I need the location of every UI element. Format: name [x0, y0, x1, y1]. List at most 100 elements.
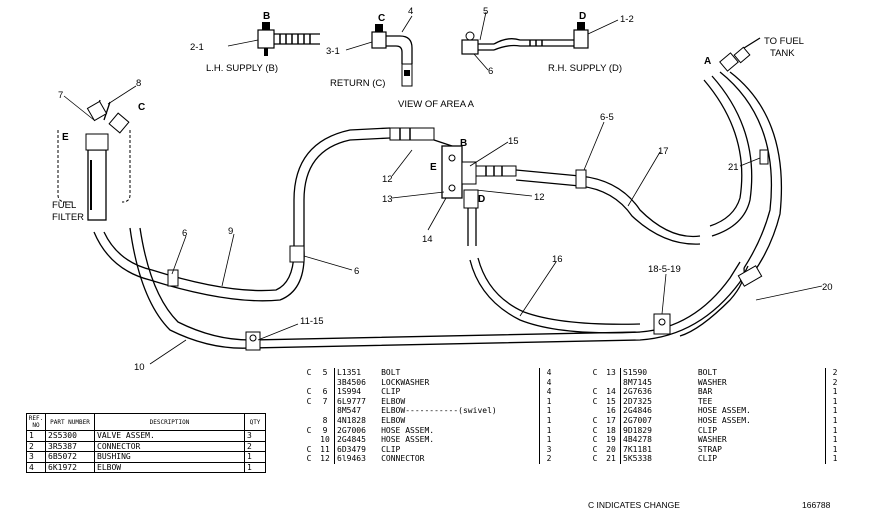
- cell-ref: [316, 377, 335, 388]
- cell-qty: 1: [825, 425, 844, 436]
- callout-10: 10: [134, 362, 145, 373]
- fuel-label: FUEL: [52, 200, 76, 211]
- tee-bar-assembly: [389, 127, 517, 209]
- cell-ref: 13: [602, 368, 621, 378]
- cell-part: L1351: [337, 368, 362, 377]
- tank-label: TANK: [770, 48, 795, 59]
- figure-number: 166788: [802, 500, 831, 510]
- cell-ref: 3: [26, 451, 46, 463]
- cell-change: C: [592, 435, 598, 445]
- cell-qty: 2: [539, 454, 558, 464]
- cell-qty: 1: [244, 451, 266, 463]
- cell-qty: 4: [539, 377, 558, 388]
- cell-change: C: [592, 444, 598, 454]
- callout-9: 9: [228, 226, 233, 237]
- cell-qty: 1: [539, 435, 558, 445]
- cell-change: C: [592, 415, 598, 425]
- callout-c-main: C: [138, 102, 145, 113]
- cell-ref: 1: [26, 430, 46, 442]
- cell-desc: HOSE ASSEM.: [381, 425, 435, 435]
- header-description: DESCRIPTION: [94, 413, 245, 431]
- callout-12-right: 12: [534, 192, 545, 203]
- cell-ref: 18: [602, 425, 621, 436]
- cell-qty: 1: [825, 415, 844, 426]
- cell-ref: 19: [602, 435, 621, 445]
- cell-desc: ELBOW-----------(swivel): [381, 406, 497, 416]
- cell-part: 3R5387: [45, 440, 95, 453]
- cell-part: 8M7145: [623, 377, 652, 387]
- cell-qty: 1: [539, 406, 558, 416]
- cell-part: 2G4845: [337, 435, 366, 445]
- callout-14: 14: [422, 234, 433, 245]
- cell-change: C: [306, 444, 312, 454]
- cell-part: 4B4278: [623, 435, 652, 445]
- cell-change: [588, 378, 602, 388]
- header-part: PART NUMBER: [45, 413, 95, 431]
- cell-ref: 2: [26, 440, 46, 453]
- cell-desc: ELBOW: [94, 461, 245, 474]
- cell-desc: WASHER: [697, 435, 727, 445]
- cell-part: 2G7636: [623, 387, 652, 397]
- callout-11-15: 11-15: [300, 316, 324, 327]
- cell-qty: 3: [244, 430, 266, 442]
- cell-qty: 2: [825, 368, 844, 378]
- view-area-a-detail: [227, 11, 619, 87]
- cell-part: 6l9463: [337, 454, 366, 464]
- cell-ref: 8: [316, 415, 335, 426]
- cell-ref: 21: [602, 454, 621, 464]
- callout-15: 15: [508, 136, 519, 147]
- cell-desc: STRAP: [697, 444, 722, 454]
- cell-ref: [602, 377, 621, 388]
- cell-desc: BAR: [697, 387, 713, 397]
- clips: [167, 149, 769, 351]
- cell-part: 5K5338: [623, 454, 652, 464]
- cell-desc: BOLT: [697, 368, 718, 377]
- fuel-filter: [57, 99, 131, 221]
- tank-fittings: [719, 37, 761, 72]
- cell-ref: 5: [316, 368, 335, 378]
- cell-part: 2G7006: [337, 425, 366, 435]
- cell-desc: ELBOW: [381, 396, 406, 406]
- cell-qty: 1: [825, 454, 844, 464]
- cell-qty: 1: [539, 415, 558, 426]
- cell-desc: CONNECTOR: [381, 454, 425, 464]
- filter-label: FILTER: [52, 212, 84, 223]
- cell-qty: 1: [825, 444, 844, 455]
- cell-ref: 20: [602, 444, 621, 455]
- cell-desc: HOSE ASSEM.: [381, 435, 435, 445]
- callout-6-mid: 6: [354, 266, 359, 277]
- cell-desc: HOSE ASSEM.: [697, 415, 751, 425]
- callout-13: 13: [382, 194, 393, 205]
- cell-qty: 1: [825, 387, 844, 397]
- cell-qty: 1: [825, 396, 844, 407]
- callout-6-left: 6: [182, 228, 187, 239]
- callout-6-5: 6-5: [600, 112, 614, 123]
- cell-part: 1S994: [337, 387, 362, 397]
- callout-e-main: E: [62, 132, 69, 143]
- callout-b-detail: B: [263, 11, 270, 22]
- cell-desc: CLIP: [381, 444, 401, 454]
- cell-change: [302, 416, 316, 426]
- callout-1-2: 1-2: [620, 14, 634, 25]
- cell-ref: 12: [316, 454, 335, 464]
- cell-desc: TEE: [697, 396, 713, 406]
- cell-change: [588, 406, 602, 416]
- cell-change: C: [592, 425, 598, 435]
- cell-change: C: [306, 454, 312, 464]
- cell-part: 7K1181: [623, 444, 652, 454]
- cell-qty: 1: [539, 396, 558, 407]
